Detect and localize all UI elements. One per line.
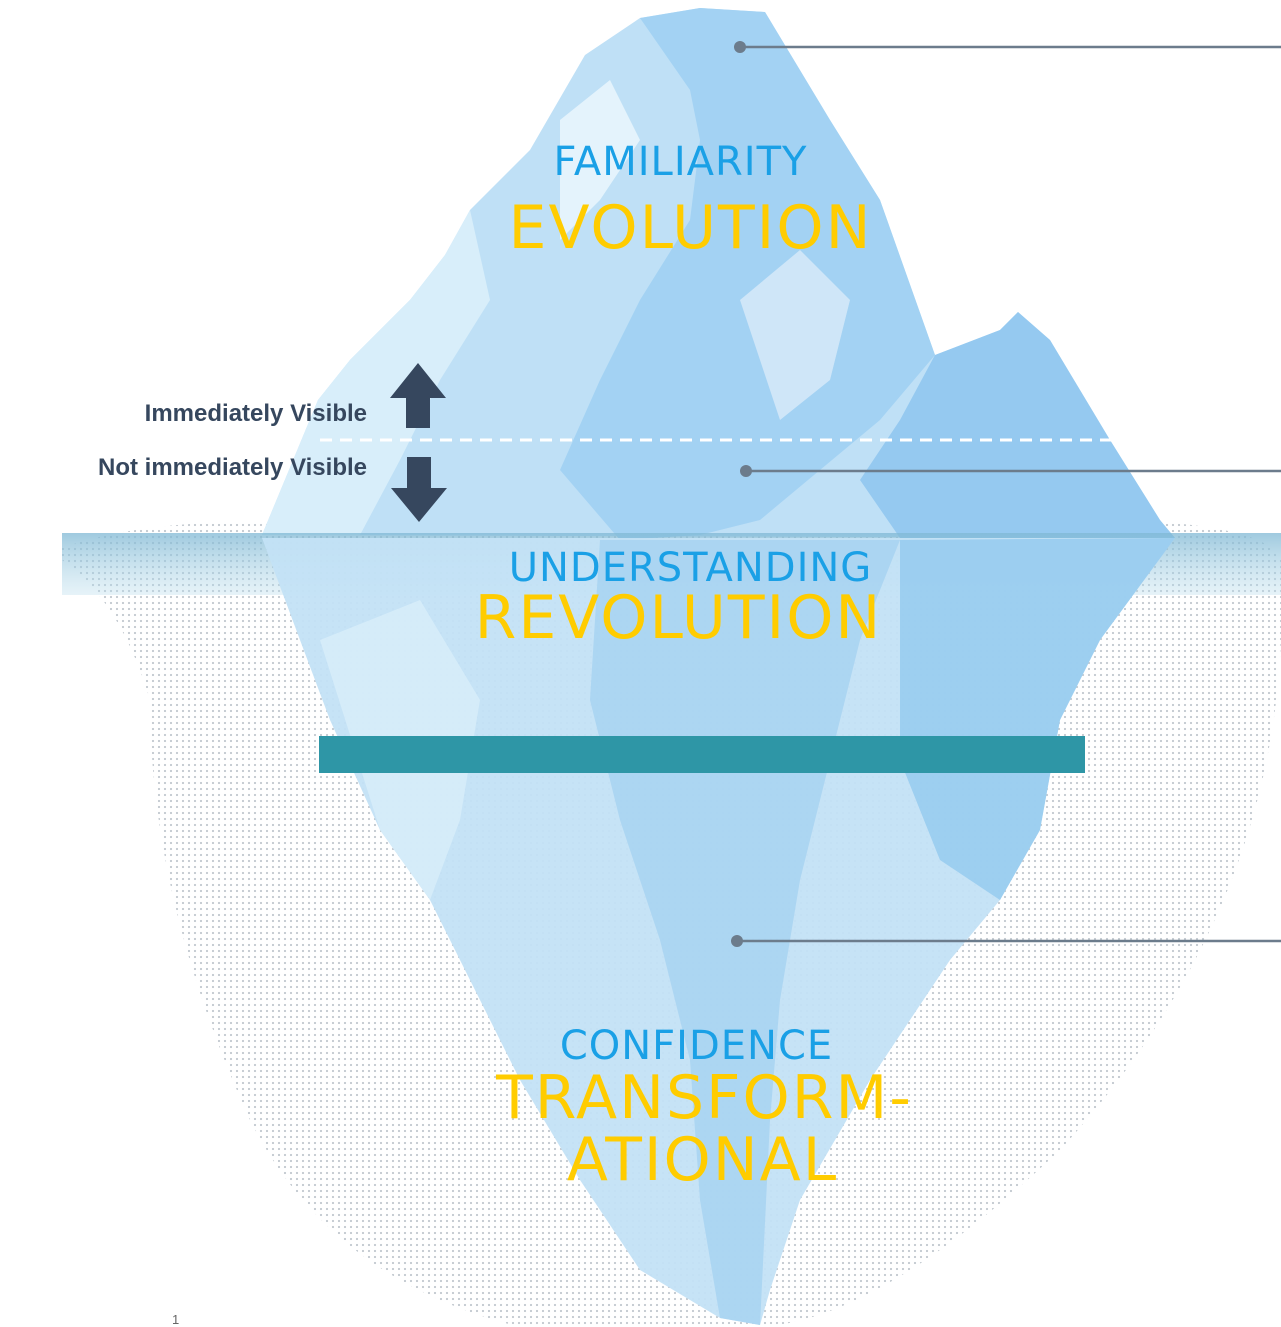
layer-3-title-line2: ATIONAL — [566, 1125, 839, 1195]
leader-line-middle — [740, 465, 1281, 477]
depth-band — [319, 736, 1085, 773]
iceberg-above-water — [262, 8, 1175, 540]
page-number: 1 — [172, 1312, 180, 1327]
leader-line-bottom — [731, 935, 1281, 947]
leader-line-top — [734, 41, 1281, 53]
layer-2-title: REVOLUTION — [474, 583, 883, 653]
not-immediately-visible-label: Not immediately Visible — [98, 454, 367, 481]
arrow-down-icon — [391, 457, 447, 522]
layer-1-subtitle: FAMILIARITY — [553, 139, 808, 185]
arrow-up-icon — [390, 363, 446, 428]
layer-2-subtitle: UNDERSTANDING — [508, 545, 873, 591]
layer-3-subtitle: CONFIDENCE — [559, 1023, 834, 1069]
layer-1-title: EVOLUTION — [508, 193, 873, 263]
layer-3-title: TRANSFORM- — [496, 1063, 913, 1133]
immediately-visible-label: Immediately Visible — [144, 400, 367, 427]
